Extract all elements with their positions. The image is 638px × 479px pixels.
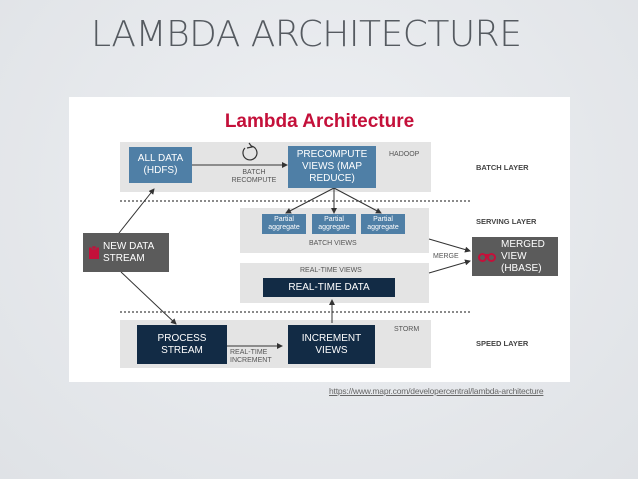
realtime-increment-label: REAL-TIME INCREMENT [230,349,272,364]
realtime-data-box: REAL-TIME DATA [263,278,395,297]
arrow-new-to-process [120,271,177,325]
clipboard-icon [89,246,99,259]
hadoop-label: HADOOP [389,151,420,158]
batch-layer-label: BATCH LAYER [476,163,529,172]
partial-aggregate-1: Partial aggregate [262,214,306,234]
binoculars-icon [478,253,496,262]
batch-views-label: BATCH VIEWS [309,240,357,247]
serving-layer-label: SERVING LAYER [476,217,537,226]
precompute-views-box: PRECOMPUTE VIEWS (MAP REDUCE) [288,146,376,188]
speed-layer-label: SPEED LAYER [476,339,529,348]
slide-title: LAMBDA ARCHITECTURE [91,14,522,55]
arrow-realtime-merge [428,259,471,274]
storm-label: STORM [394,326,420,333]
all-data-box: ALL DATA (HDFS) [129,147,192,183]
diagram-title: Lambda Architecture [224,111,415,132]
merged-view-box: MERGED VIEW (HBASE) [472,237,558,276]
merge-label: MERGE [433,253,459,260]
arrow-new-to-all [118,188,155,234]
flow-arrows [118,142,471,349]
partial-aggregate-3: Partial aggregate [361,214,405,234]
increment-views-box: INCREMENT VIEWS [288,325,375,364]
realtime-views-label: REAL-TIME VIEWS [300,267,362,274]
arrow-batchviews-merge [428,238,471,253]
separator-batch-serving [120,200,470,202]
batch-recompute-label: BATCH RECOMPUTE [231,169,277,184]
new-data-stream-box: NEW DATA STREAM [83,233,169,272]
recompute-cycle-icon [242,145,258,161]
partial-aggregate-2: Partial aggregate [312,214,356,234]
merged-view-label: MERGED VIEW (HBASE) [501,238,545,274]
source-link[interactable]: https://www.mapr.com/developercentral/la… [329,386,544,396]
architecture-diagram: Lambda Architecture ALL D [69,97,570,382]
separator-serving-speed [120,311,470,313]
new-data-stream-label: NEW DATA STREAM [103,240,154,264]
process-stream-box: PROCESS STREAM [137,325,227,364]
